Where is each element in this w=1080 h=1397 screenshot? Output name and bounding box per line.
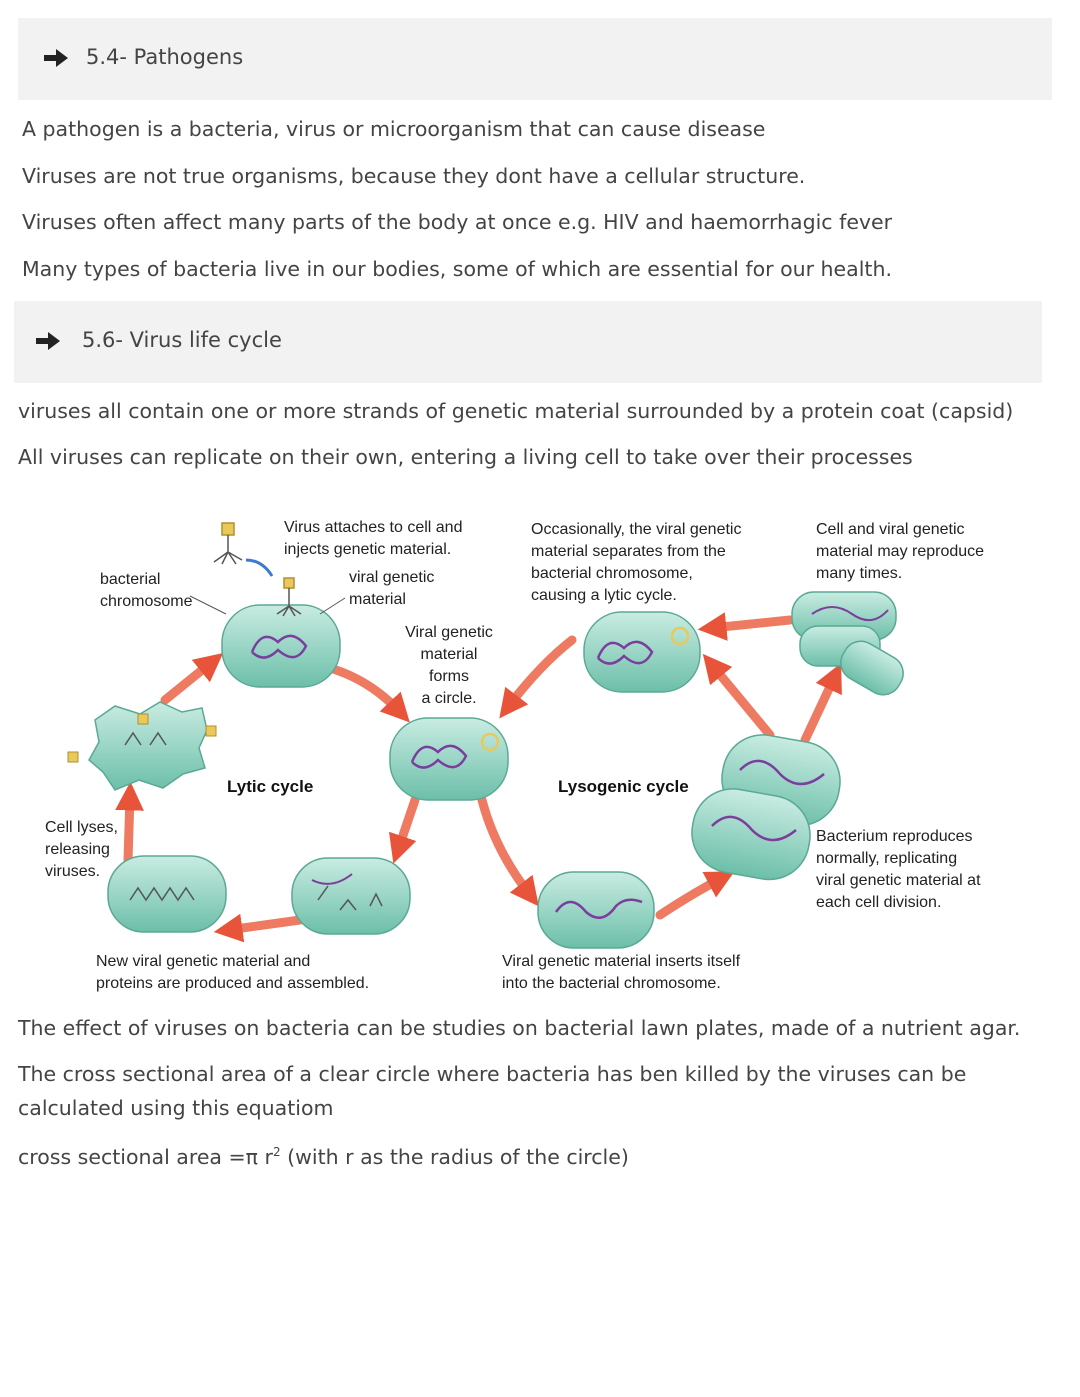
bacterial-cell-integrated xyxy=(537,871,655,949)
paragraph-line: Many types of bacteria live in our bodie… xyxy=(22,257,892,281)
cell-full-of-viruses xyxy=(107,855,227,933)
section-header-virus-life-cycle: 5.6- Virus life cycle xyxy=(14,301,1042,383)
cell-assembling-viruses xyxy=(291,857,411,935)
reproducing-cells xyxy=(791,591,904,696)
section-header-pathogens: 5.4- Pathogens xyxy=(18,18,1052,100)
bacterial-cell-circle xyxy=(389,717,509,801)
section-heading: 5.4- Pathogens xyxy=(86,45,244,69)
formula-prefix: cross sectional area =π r xyxy=(18,1144,273,1169)
paragraph-line: All viruses can replicate on their own, … xyxy=(18,445,913,469)
label-lytic-cycle: Lytic cycle xyxy=(227,777,313,796)
formula-superscript: 2 xyxy=(272,1145,281,1159)
paragraph-line: A pathogen is a bacteria, virus or micro… xyxy=(22,117,766,141)
paragraph-line: The effect of viruses on bacteria can be… xyxy=(18,1016,1021,1040)
dividing-cells xyxy=(691,734,841,881)
arrow-right-icon xyxy=(44,49,68,67)
formula-suffix: (with r as the radius of the circle) xyxy=(280,1144,629,1169)
paragraph-line: viruses all contain one or more strands … xyxy=(18,399,1014,423)
section-heading: 5.6- Virus life cycle xyxy=(82,328,282,352)
phage-icon xyxy=(213,522,243,565)
lysing-cell xyxy=(67,701,217,791)
bacterial-cell-infected xyxy=(189,522,346,688)
phage-icon xyxy=(276,577,302,617)
paragraph-line: Viruses are not true organisms, because … xyxy=(22,164,806,188)
label-lysogenic-cycle: Lysogenic cycle xyxy=(558,777,689,796)
bacterial-cell-excising xyxy=(583,611,701,693)
formula-line: cross sectional area =π r2 (with r as th… xyxy=(18,1146,629,1167)
paragraph-line: Viruses often affect many parts of the b… xyxy=(22,210,893,234)
paragraph-line: The cross sectional area of a clear circ… xyxy=(18,1062,967,1121)
arrow-right-icon xyxy=(36,332,60,350)
cycle-arrows xyxy=(115,612,842,943)
